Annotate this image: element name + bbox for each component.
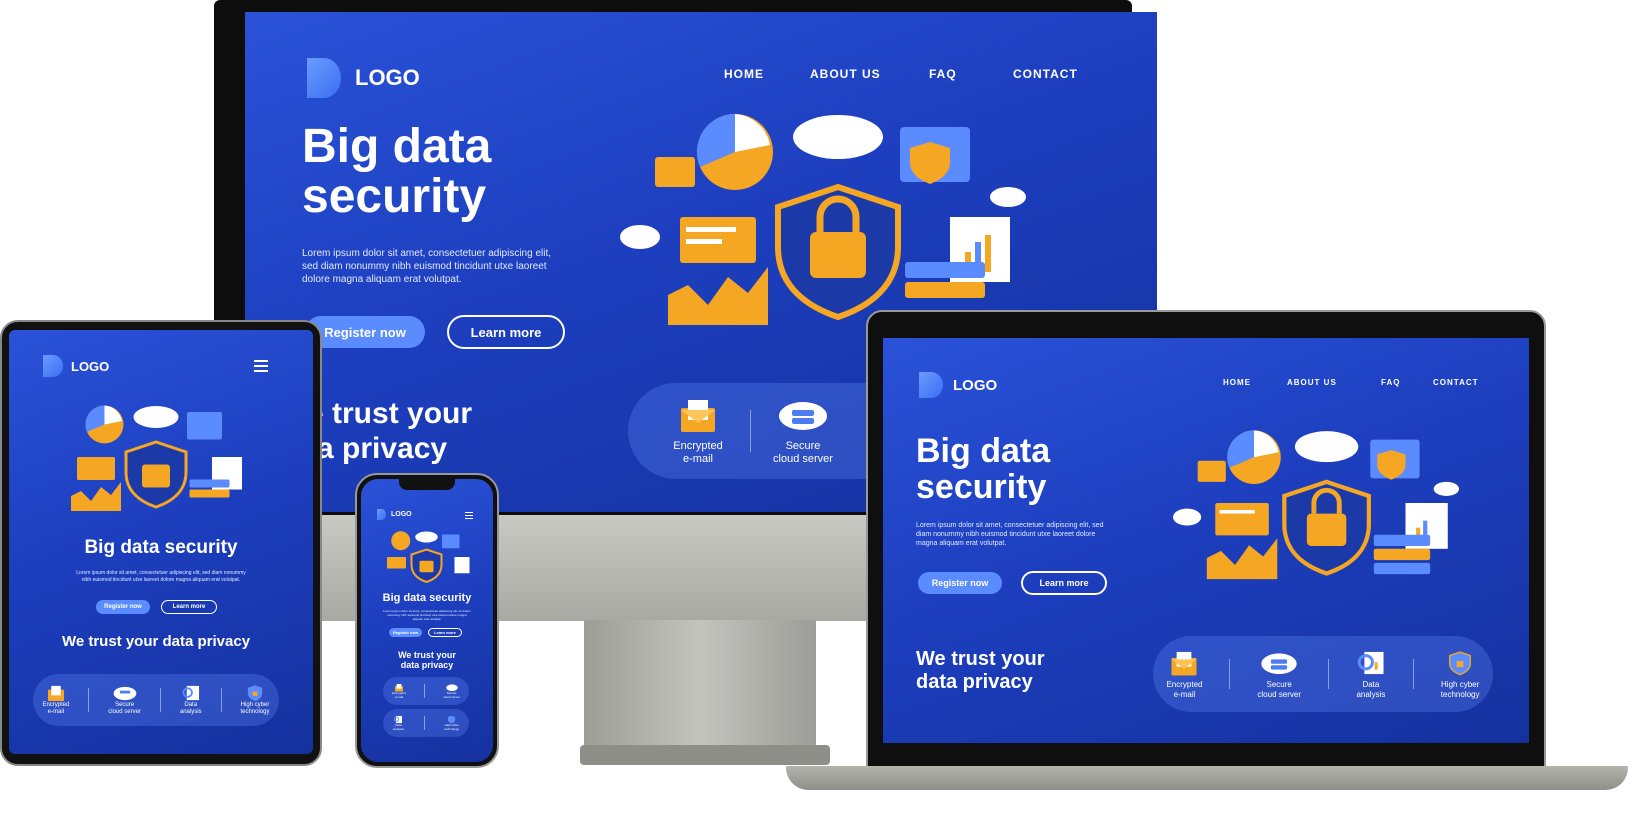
register-button[interactable]: Register now: [96, 600, 150, 614]
envelope-icon: [1171, 652, 1198, 676]
register-button[interactable]: Register now: [305, 316, 425, 348]
hamburger-menu-icon[interactable]: [254, 360, 268, 372]
phone-notch: [399, 479, 455, 490]
logo-text: LOGO: [953, 376, 998, 394]
main-nav: HOME ABOUT US FAQ CONTACT: [1223, 378, 1497, 387]
nav-contact[interactable]: CONTACT: [1433, 378, 1479, 387]
hamburger-menu-icon[interactable]: [465, 512, 473, 519]
feature-divider: [1412, 659, 1414, 689]
envelope-icon: [394, 684, 403, 692]
shield-icon: [247, 685, 263, 702]
monitor-stand-neck: [584, 620, 816, 750]
logo-mark-icon: [377, 509, 386, 520]
nav-contact[interactable]: CONTACT: [1013, 67, 1078, 81]
learn-more-button[interactable]: Learn more: [1021, 571, 1107, 595]
feature-divider: [88, 688, 90, 712]
security-illustration: [71, 405, 242, 511]
security-illustration: [620, 113, 1026, 325]
monitor-stand-base: [580, 745, 830, 765]
page-title: Big data security: [916, 432, 1051, 506]
shield-icon: [1449, 651, 1472, 676]
data-analysis-icon: [394, 716, 403, 724]
trust-heading: e trust your ta privacy: [307, 397, 473, 465]
hero-body: Lorem ipsum dolor sit amet, consectetuer…: [383, 609, 471, 621]
cloud-server-icon: [113, 686, 136, 701]
logo-text: LOGO: [71, 358, 110, 374]
nav-home[interactable]: HOME: [1223, 378, 1251, 387]
cloud-server-icon: [1261, 653, 1297, 675]
page-title: Big data security: [302, 120, 492, 224]
logo[interactable]: LOGO: [919, 372, 997, 398]
page-title: Big data security: [382, 592, 472, 604]
feature-divider: [220, 688, 222, 712]
register-button[interactable]: Register now: [389, 628, 422, 637]
logo[interactable]: LOGO: [307, 58, 420, 98]
cloud-server-icon: [445, 684, 458, 692]
data-analysis-icon: [182, 686, 199, 701]
feature-secure-cloud: Secure cloud server: [763, 396, 843, 465]
learn-more-button[interactable]: Learn more: [161, 600, 217, 614]
main-nav: HOME ABOUT US FAQ CONTACT: [724, 67, 1103, 81]
feature-divider: [423, 716, 425, 730]
nav-faq[interactable]: FAQ: [929, 67, 957, 81]
feature-divider: [1229, 659, 1231, 689]
nav-about-us[interactable]: ABOUT US: [1287, 378, 1337, 387]
hero-body: Lorem ipsum dolor sit amet, consectetuer…: [76, 570, 246, 583]
shield-icon: [448, 715, 456, 724]
page-title: Big data security: [84, 537, 238, 558]
register-button[interactable]: Register now: [918, 572, 1002, 594]
logo-text: LOGO: [391, 511, 412, 518]
feature-divider: [424, 684, 426, 698]
laptop-screen: LOGO HOME ABOUT US FAQ CONTACT Big data …: [883, 338, 1529, 743]
nav-faq[interactable]: FAQ: [1381, 378, 1401, 387]
phone-screen: LOGO Big data security Lorem ipsum dolor…: [361, 479, 493, 762]
logo-mark-icon: [307, 58, 341, 98]
nav-home[interactable]: HOME: [724, 67, 764, 81]
data-analysis-icon: [1357, 652, 1384, 675]
tablet-screen: LOGO Big data security Lorem ipsum dolor…: [9, 330, 313, 754]
envelope-icon: [681, 400, 715, 433]
feature-divider: [750, 410, 751, 452]
feature-encrypted-email: Encrypted e-mail: [658, 396, 738, 465]
learn-more-button[interactable]: Learn more: [428, 628, 462, 637]
learn-more-button[interactable]: Learn more: [447, 315, 565, 349]
security-illustration: [387, 531, 470, 584]
logo-mark-icon: [43, 355, 63, 377]
logo-text: LOGO: [355, 65, 420, 90]
logo[interactable]: LOGO: [43, 355, 109, 377]
logo-mark-icon: [919, 372, 943, 398]
cloud-server-icon: [779, 402, 827, 431]
trust-heading: We trust your data privacy: [398, 650, 456, 671]
security-illustration: [1173, 430, 1460, 580]
laptop-base: [786, 766, 1628, 790]
hero-body: Lorem ipsum dolor sit amet, consectetuer…: [916, 522, 1104, 548]
feature-divider: [159, 688, 161, 712]
envelope-icon: [47, 686, 64, 702]
nav-about-us[interactable]: ABOUT US: [810, 67, 881, 81]
trust-heading: We trust your data privacy: [61, 633, 251, 650]
logo[interactable]: LOGO: [377, 509, 412, 520]
feature-divider: [1327, 659, 1329, 689]
trust-heading: We trust your data privacy: [916, 648, 1045, 693]
hero-body: Lorem ipsum dolor sit amet, consectetuer…: [302, 248, 552, 285]
